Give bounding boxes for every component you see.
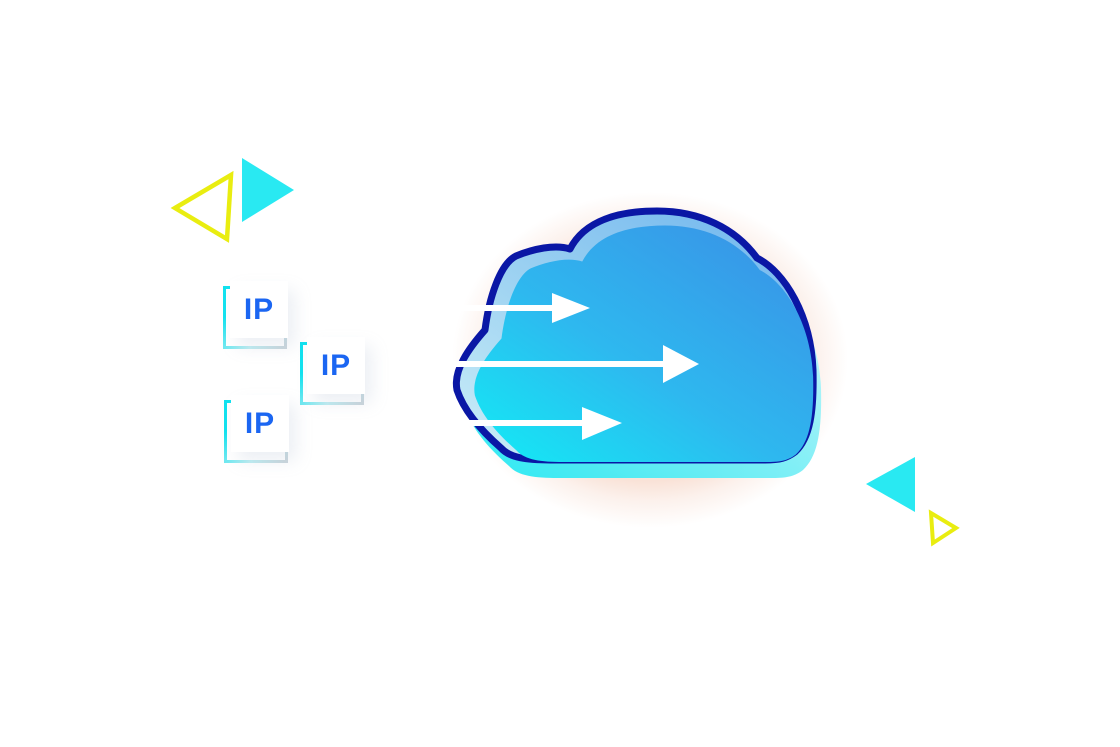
ip-label: IP — [244, 406, 276, 440]
ip-box: IP — [223, 281, 288, 349]
ip-box-face: IP — [231, 395, 289, 452]
ip-box-face: IP — [307, 337, 365, 394]
triangle-outline-right-icon — [928, 509, 960, 547]
cloud-body-shape — [474, 225, 814, 462]
ip-label: IP — [243, 292, 275, 326]
cloud-icon — [452, 207, 822, 478]
ip-label: IP — [320, 348, 352, 382]
ip-box: IP — [224, 395, 289, 463]
triangle-filled-right-icon — [242, 158, 294, 222]
triangle-outline-left-icon — [170, 170, 234, 243]
ip-box: IP — [300, 337, 365, 405]
ip-box-face: IP — [230, 281, 288, 338]
triangle-filled-left-icon — [866, 457, 915, 512]
